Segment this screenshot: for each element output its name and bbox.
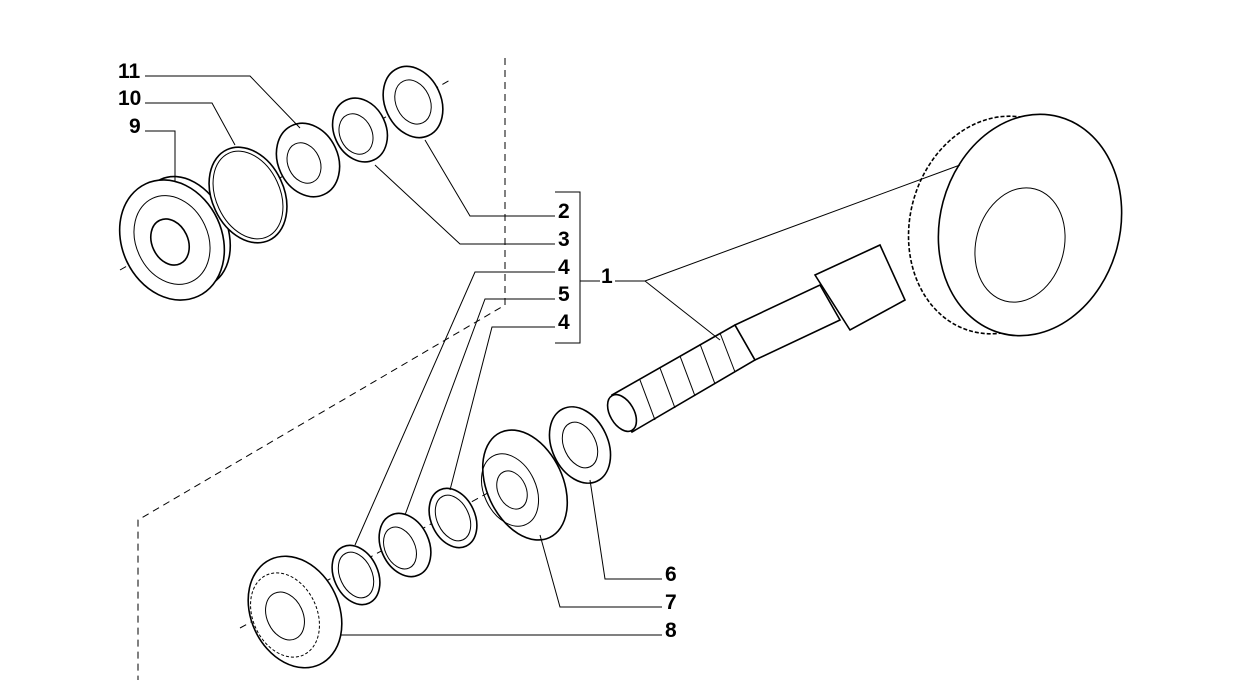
callout-9: 9	[129, 115, 141, 138]
part-3-ring-nut	[331, 97, 389, 163]
callout-10: 10	[118, 87, 141, 110]
part-10-o-ring	[208, 146, 288, 244]
part-9-flange	[118, 175, 232, 301]
part-5-collar	[378, 512, 432, 578]
leader-lines	[145, 75, 961, 636]
part-4-spacer-second	[331, 544, 381, 606]
part-1-pinion-shaft	[606, 243, 907, 434]
callout-8: 8	[665, 619, 677, 642]
part-4-spacer	[428, 487, 478, 549]
part-8-bearing	[247, 555, 343, 669]
part-7-bearing	[480, 429, 569, 541]
callout-2: 2	[558, 200, 570, 223]
callout-7: 7	[665, 591, 677, 614]
part-6-shim	[548, 406, 612, 484]
callout-4: 4	[558, 256, 570, 279]
callout-4-second: 4	[558, 311, 570, 334]
callout-3: 3	[558, 228, 570, 251]
callout-5: 5	[558, 283, 570, 306]
part-1-ring-gear	[907, 113, 1123, 337]
callout-1: 1	[601, 265, 613, 288]
part-11-seal	[275, 122, 341, 198]
callout-11: 11	[118, 60, 141, 83]
callout-6: 6	[665, 563, 677, 586]
part-2-lock-washer	[382, 65, 444, 139]
